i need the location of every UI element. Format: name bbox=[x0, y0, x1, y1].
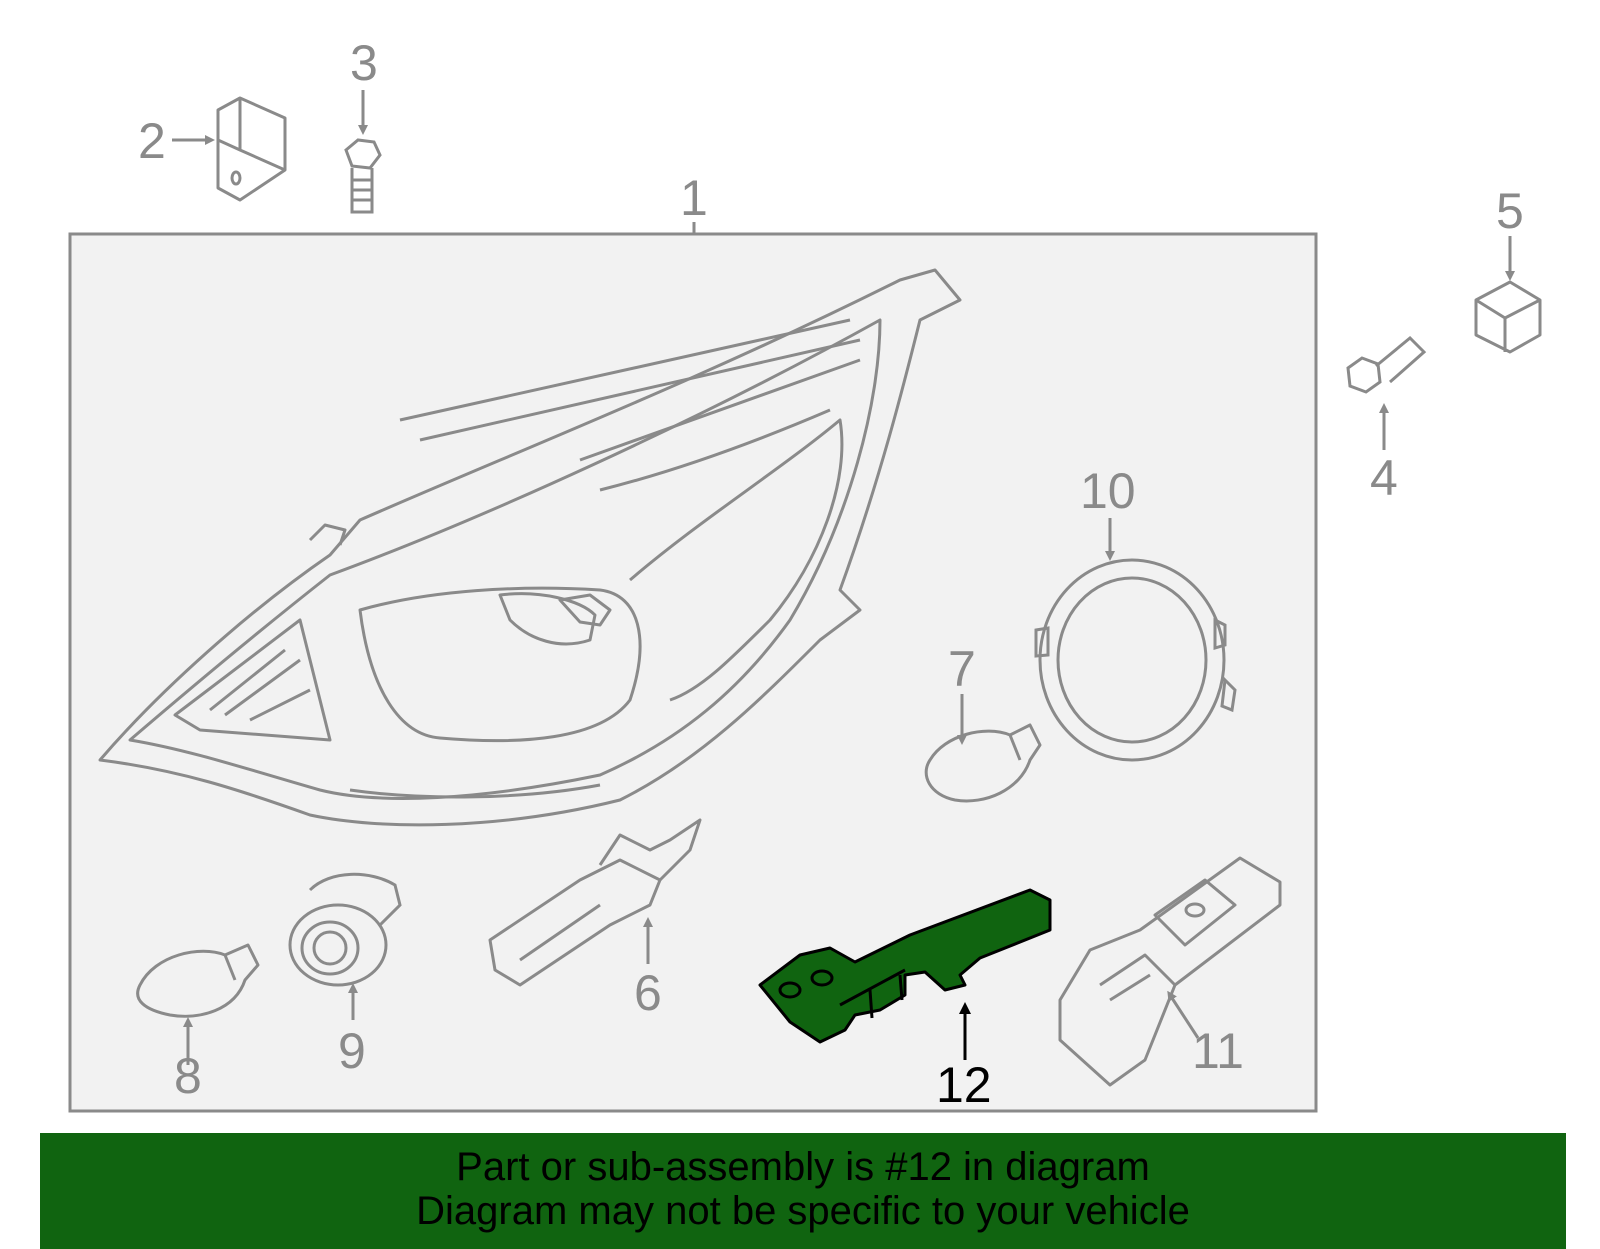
callout-3: 3 bbox=[350, 35, 378, 91]
part-12-bracket-highlighted bbox=[758, 888, 1052, 1044]
callout-8: 8 bbox=[174, 1048, 202, 1104]
callout-4: 4 bbox=[1370, 450, 1398, 506]
callout-12: 12 bbox=[936, 1057, 992, 1113]
part-6-bulb bbox=[488, 818, 702, 987]
part-2-clip bbox=[216, 96, 287, 202]
banner-line-1: Part or sub-assembly is #12 in diagram bbox=[456, 1145, 1150, 1189]
headlamp-assembly bbox=[98, 268, 962, 827]
assembly-panel bbox=[68, 232, 1318, 1113]
callout-5: 5 bbox=[1496, 183, 1524, 239]
part-5-nut bbox=[1474, 280, 1542, 354]
part-11-bracket bbox=[1058, 856, 1282, 1087]
callout-2: 2 bbox=[138, 113, 166, 169]
part-8-bulb bbox=[136, 943, 260, 1018]
callout-11: 11 bbox=[1192, 1023, 1244, 1079]
part-9-socket bbox=[288, 872, 402, 987]
callout-1: 1 bbox=[680, 170, 708, 226]
banner-line-2: Diagram may not be specific to your vehi… bbox=[416, 1189, 1190, 1233]
part-10-retaining-ring bbox=[1034, 558, 1237, 762]
callout-6: 6 bbox=[634, 965, 662, 1021]
part-3-bolt bbox=[344, 138, 382, 214]
callout-7: 7 bbox=[948, 641, 976, 697]
leader-line-11 bbox=[1167, 990, 1200, 1039]
info-banner: Part or sub-assembly is #12 in diagram D… bbox=[40, 1133, 1566, 1249]
callout-10: 10 bbox=[1080, 463, 1136, 519]
callout-9: 9 bbox=[338, 1023, 366, 1079]
part-4-bolt bbox=[1346, 335, 1427, 394]
part-7-bulb bbox=[924, 723, 1042, 803]
